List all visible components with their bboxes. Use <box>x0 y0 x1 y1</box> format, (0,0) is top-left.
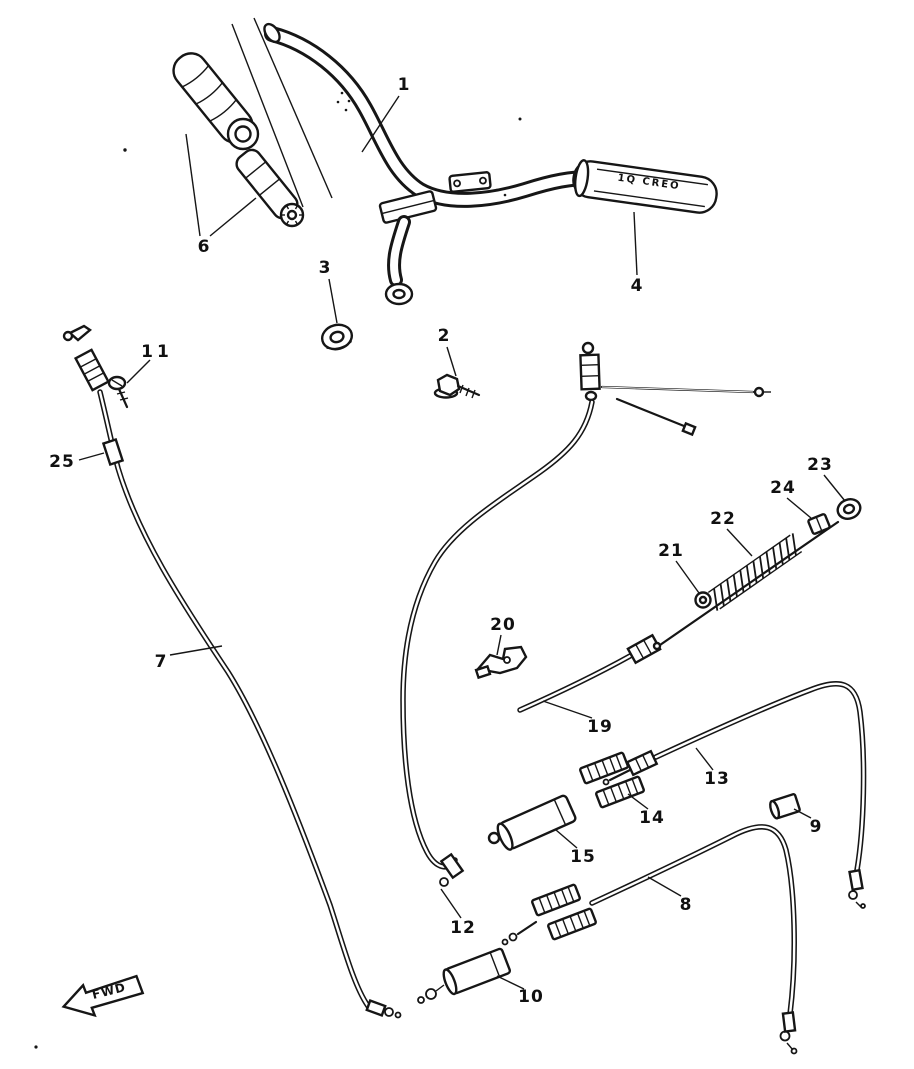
brake-cable-assembly <box>517 498 862 713</box>
part-label-9: 9 <box>809 817 823 837</box>
boot-15 <box>487 794 577 851</box>
handle-holder <box>378 190 438 306</box>
part-label-15: 15 <box>570 847 596 867</box>
screw <box>107 375 129 409</box>
part-label-3: 3 <box>318 258 332 278</box>
leader-lines <box>78 95 846 990</box>
scan-specks <box>34 117 522 1049</box>
right-grip <box>572 159 718 214</box>
part-label-24: 24 <box>770 478 796 498</box>
spring <box>707 533 803 611</box>
assembly-guide-lines <box>231 17 333 208</box>
part-label-4: 4 <box>630 276 644 296</box>
part-label-1: 1 <box>397 75 411 95</box>
part-label-12: 12 <box>450 918 476 938</box>
lock-plates-14 <box>579 751 645 809</box>
fwd-arrow <box>61 974 145 1018</box>
handlebar <box>263 22 604 208</box>
part-label-7: 7 <box>154 652 168 672</box>
part-label-21: 21 <box>658 541 684 561</box>
part-label-23: 23 <box>807 455 833 475</box>
long-cable <box>62 324 402 1019</box>
part-label-10: 10 <box>518 987 544 1007</box>
flange-bolt <box>433 373 481 399</box>
part-label-2: 2 <box>437 326 451 346</box>
throttle-cable <box>400 341 771 887</box>
boot-10 <box>417 947 511 1004</box>
adjuster-nut <box>836 498 862 520</box>
sleeve-star-end <box>279 202 305 228</box>
cable-bracket <box>474 645 528 680</box>
bar-bracket <box>448 171 492 193</box>
collar <box>807 513 831 535</box>
spacer-9 <box>769 793 801 820</box>
part-label-25: 25 <box>49 452 75 472</box>
part-label-13: 13 <box>704 769 730 789</box>
part-label-8: 8 <box>679 895 693 915</box>
flange-nut <box>320 323 354 351</box>
part-label-19: 19 <box>587 717 613 737</box>
part-label-14: 14 <box>639 808 665 828</box>
cable-8 <box>501 824 798 1055</box>
part-label-6: 6 <box>197 237 211 257</box>
left-grip-set <box>172 52 305 228</box>
part-label-20: 20 <box>490 615 516 635</box>
part-label-22: 22 <box>710 509 736 529</box>
cable-13 <box>602 680 867 909</box>
cable-mid-fitting <box>101 438 125 466</box>
part-label-11: 11 <box>141 342 173 362</box>
